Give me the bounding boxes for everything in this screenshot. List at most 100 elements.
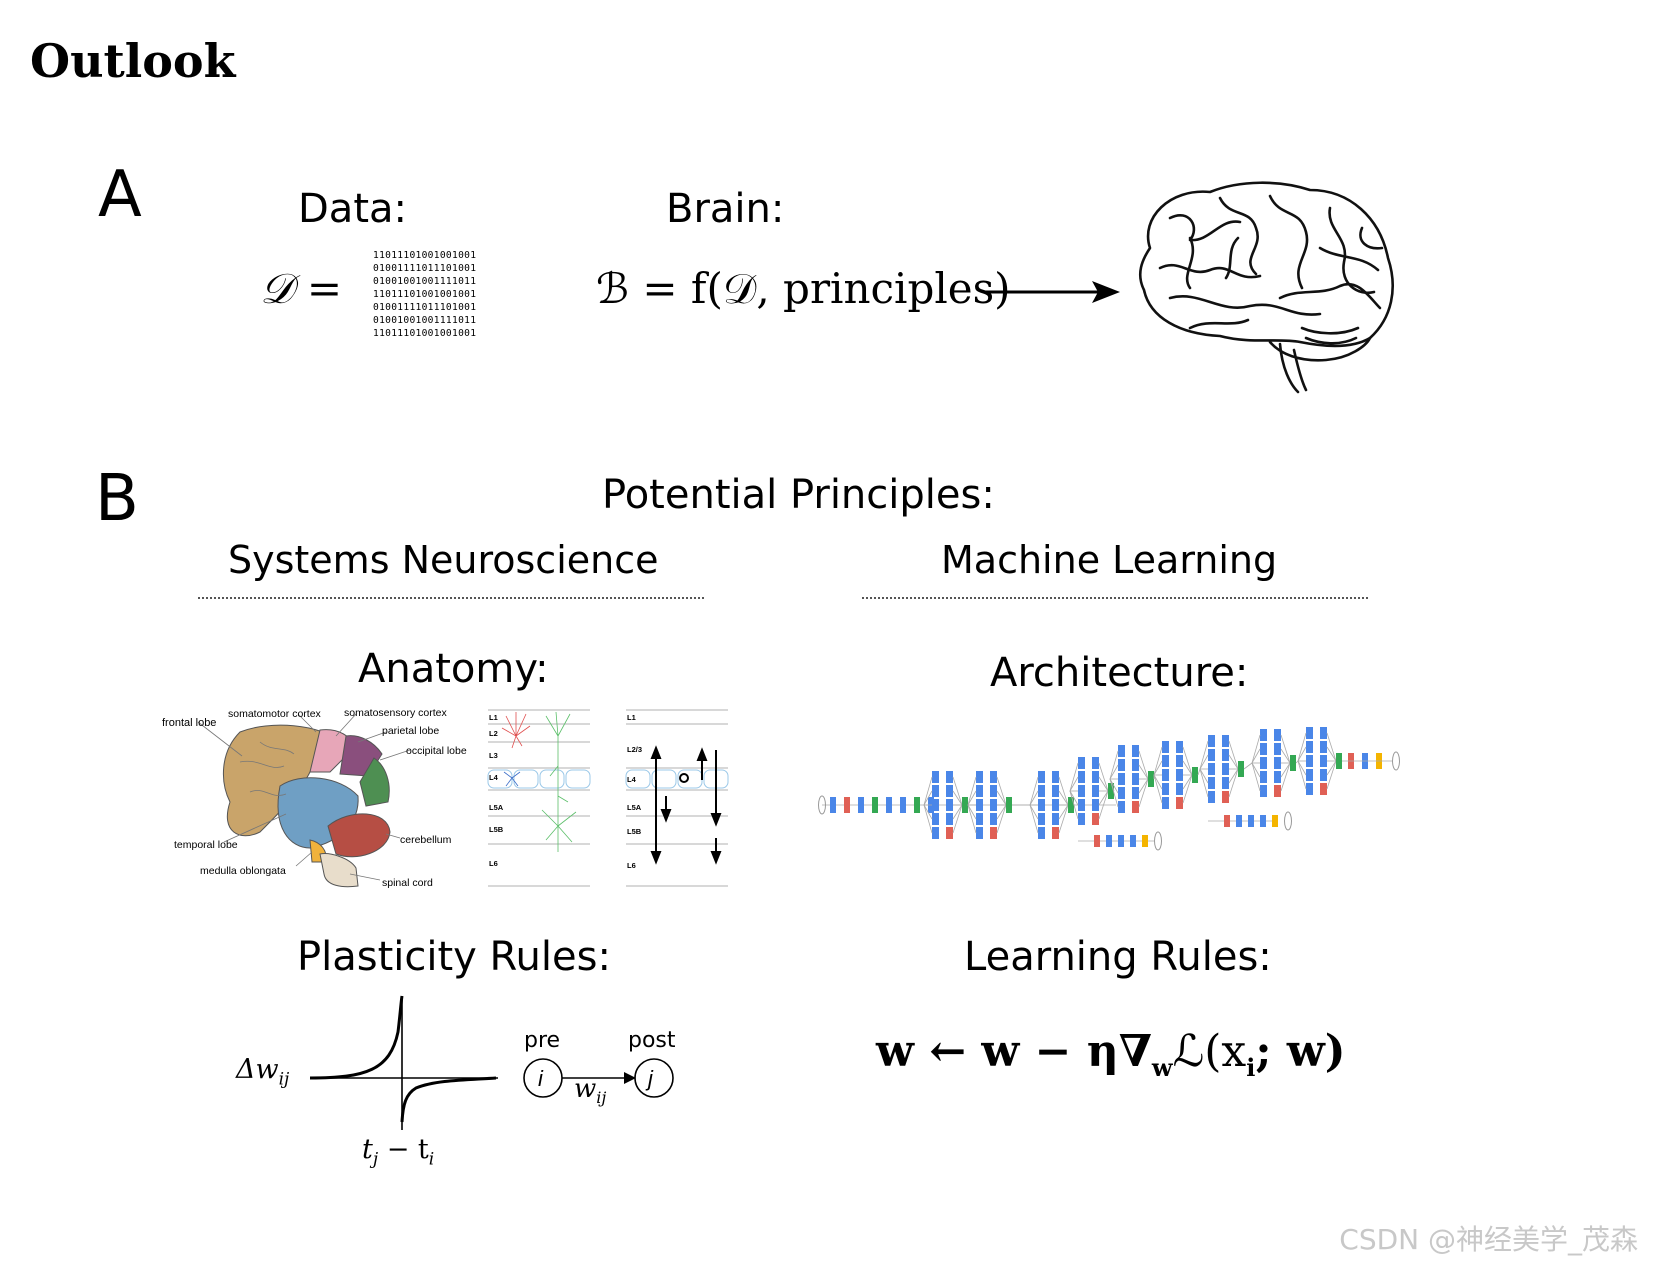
- arch-aux-block: [1118, 835, 1124, 847]
- label-parietal-lobe: parietal lobe: [382, 725, 439, 737]
- arch-conv-block: [990, 771, 997, 783]
- arch-conv-block: [1038, 799, 1045, 811]
- arch-conv-block: [976, 785, 983, 797]
- arch-conv-block: [1274, 785, 1281, 797]
- arch-connection: [1297, 760, 1307, 790]
- arch-aux-block: [1248, 815, 1254, 827]
- arch-conv-block: [1222, 763, 1229, 775]
- layer-left-2: L3: [489, 751, 498, 760]
- arch-connection: [1326, 732, 1337, 762]
- arch-connection: [1251, 762, 1261, 778]
- arch-conv-block: [1052, 813, 1059, 825]
- label-frontal-lobe: frontal lobe: [162, 717, 216, 729]
- arch-aux-block: [1142, 835, 1148, 847]
- arch-conv-block: [1176, 741, 1183, 753]
- arch-conv-block: [1038, 771, 1045, 783]
- page-title: Outlook: [30, 34, 236, 88]
- arch-conv-block: [1274, 743, 1281, 755]
- arch-concat-block: [1290, 755, 1296, 771]
- arch-conv-block: [1132, 759, 1139, 771]
- arch-connection: [1228, 768, 1239, 798]
- arch-connection: [923, 804, 933, 834]
- learning-rules-label: Learning Rules:: [964, 934, 1272, 980]
- cortical-layers-neurons: L1 L2 L3 L4 L5A L5B L6: [487, 709, 591, 887]
- anatomy-brain-diagram: frontal lobe somatomotor cortex somatose…: [162, 707, 467, 889]
- arch-conv-block: [1208, 749, 1215, 761]
- arch-connection: [1295, 760, 1299, 764]
- arch-conv-block: [1118, 759, 1125, 771]
- arch-conv-block: [1078, 771, 1085, 783]
- cortical-layers-projections: L1 L2/3 L4 L5A L5B L6: [625, 709, 729, 887]
- arch-stem-block: [858, 797, 864, 813]
- binary-row: 01001001001111011: [373, 276, 477, 287]
- stdp-y-label: Δwij: [236, 1054, 290, 1090]
- arch-conv-block: [946, 827, 953, 839]
- arch-conv-block: [976, 799, 983, 811]
- arch-conv-block: [1222, 749, 1229, 761]
- arch-connection: [1029, 804, 1039, 820]
- arch-conv-block: [1132, 773, 1139, 785]
- arch-conv-block: [932, 785, 939, 797]
- arch-connection: [1138, 778, 1149, 808]
- arch-concat-block: [1192, 767, 1198, 783]
- arch-connection: [1326, 746, 1337, 762]
- arch-connection: [1138, 750, 1149, 780]
- arch-connection: [1029, 790, 1039, 806]
- arch-conv-block: [1176, 769, 1183, 781]
- arch-output-node: [818, 795, 826, 815]
- arch-conv-block: [976, 771, 983, 783]
- arch-conv-block: [1260, 729, 1267, 741]
- layer-left-6: L6: [489, 859, 498, 868]
- arch-conv-block: [1306, 741, 1313, 753]
- arch-conv-block: [1208, 763, 1215, 775]
- arch-conv-block: [1320, 769, 1327, 781]
- binary-row: 01001001001111011: [373, 315, 477, 326]
- arch-concat-block: [1068, 797, 1074, 813]
- arch-conv-block: [1162, 783, 1169, 795]
- arch-conv-block: [1260, 743, 1267, 755]
- arch-conv-block: [1038, 827, 1045, 839]
- layer-right-0: L1: [627, 713, 636, 722]
- arch-conv-block: [1052, 827, 1059, 839]
- pre-label: pre: [524, 1028, 561, 1053]
- arch-conv-block: [1162, 741, 1169, 753]
- divider-left: [198, 597, 704, 599]
- label-medulla-oblongata: medulla oblongata: [200, 865, 286, 877]
- arch-stem-block: [844, 797, 850, 813]
- arch-connection: [1058, 776, 1069, 806]
- arch-conv-block: [946, 813, 953, 825]
- arch-conv-block: [1078, 757, 1085, 769]
- arch-concat-block: [1336, 753, 1342, 769]
- arch-connection: [1228, 740, 1239, 770]
- arch-conv-block: [1162, 769, 1169, 781]
- brain-formula: ℬ = f(𝒟, principles): [596, 264, 1011, 313]
- post-label: post: [628, 1028, 676, 1053]
- brain-label: Brain:: [666, 186, 785, 232]
- arch-concat-block: [962, 797, 968, 813]
- arch-connection: [1109, 750, 1119, 780]
- arch-conv-block: [1162, 797, 1169, 809]
- arch-connection: [967, 776, 977, 806]
- arch-connection: [923, 790, 933, 806]
- arch-stem-block: [830, 797, 836, 813]
- arch-connection: [1228, 768, 1239, 784]
- arch-conv-block: [1092, 771, 1099, 783]
- arch-conv-block: [1306, 755, 1313, 767]
- arch-conv-block: [1052, 785, 1059, 797]
- architecture-network-diagram: [818, 727, 1400, 851]
- arch-connection: [1326, 760, 1337, 776]
- arch-conv-block: [932, 799, 939, 811]
- arch-conv-block: [1078, 785, 1085, 797]
- layer-left-1: L2: [489, 729, 498, 738]
- arch-connection: [1182, 760, 1193, 776]
- arch-conv-block: [1118, 773, 1125, 785]
- arch-connection: [996, 804, 1007, 834]
- arch-connection: [1058, 804, 1069, 834]
- arch-connection: [1280, 762, 1291, 792]
- arch-conv-block: [1208, 791, 1215, 803]
- arch-connection: [1069, 790, 1079, 806]
- data-symbol: 𝒟 =: [260, 264, 343, 313]
- arch-conv-block: [946, 771, 953, 783]
- arch-stem-block: [914, 797, 920, 813]
- arch-conv-block: [1118, 787, 1125, 799]
